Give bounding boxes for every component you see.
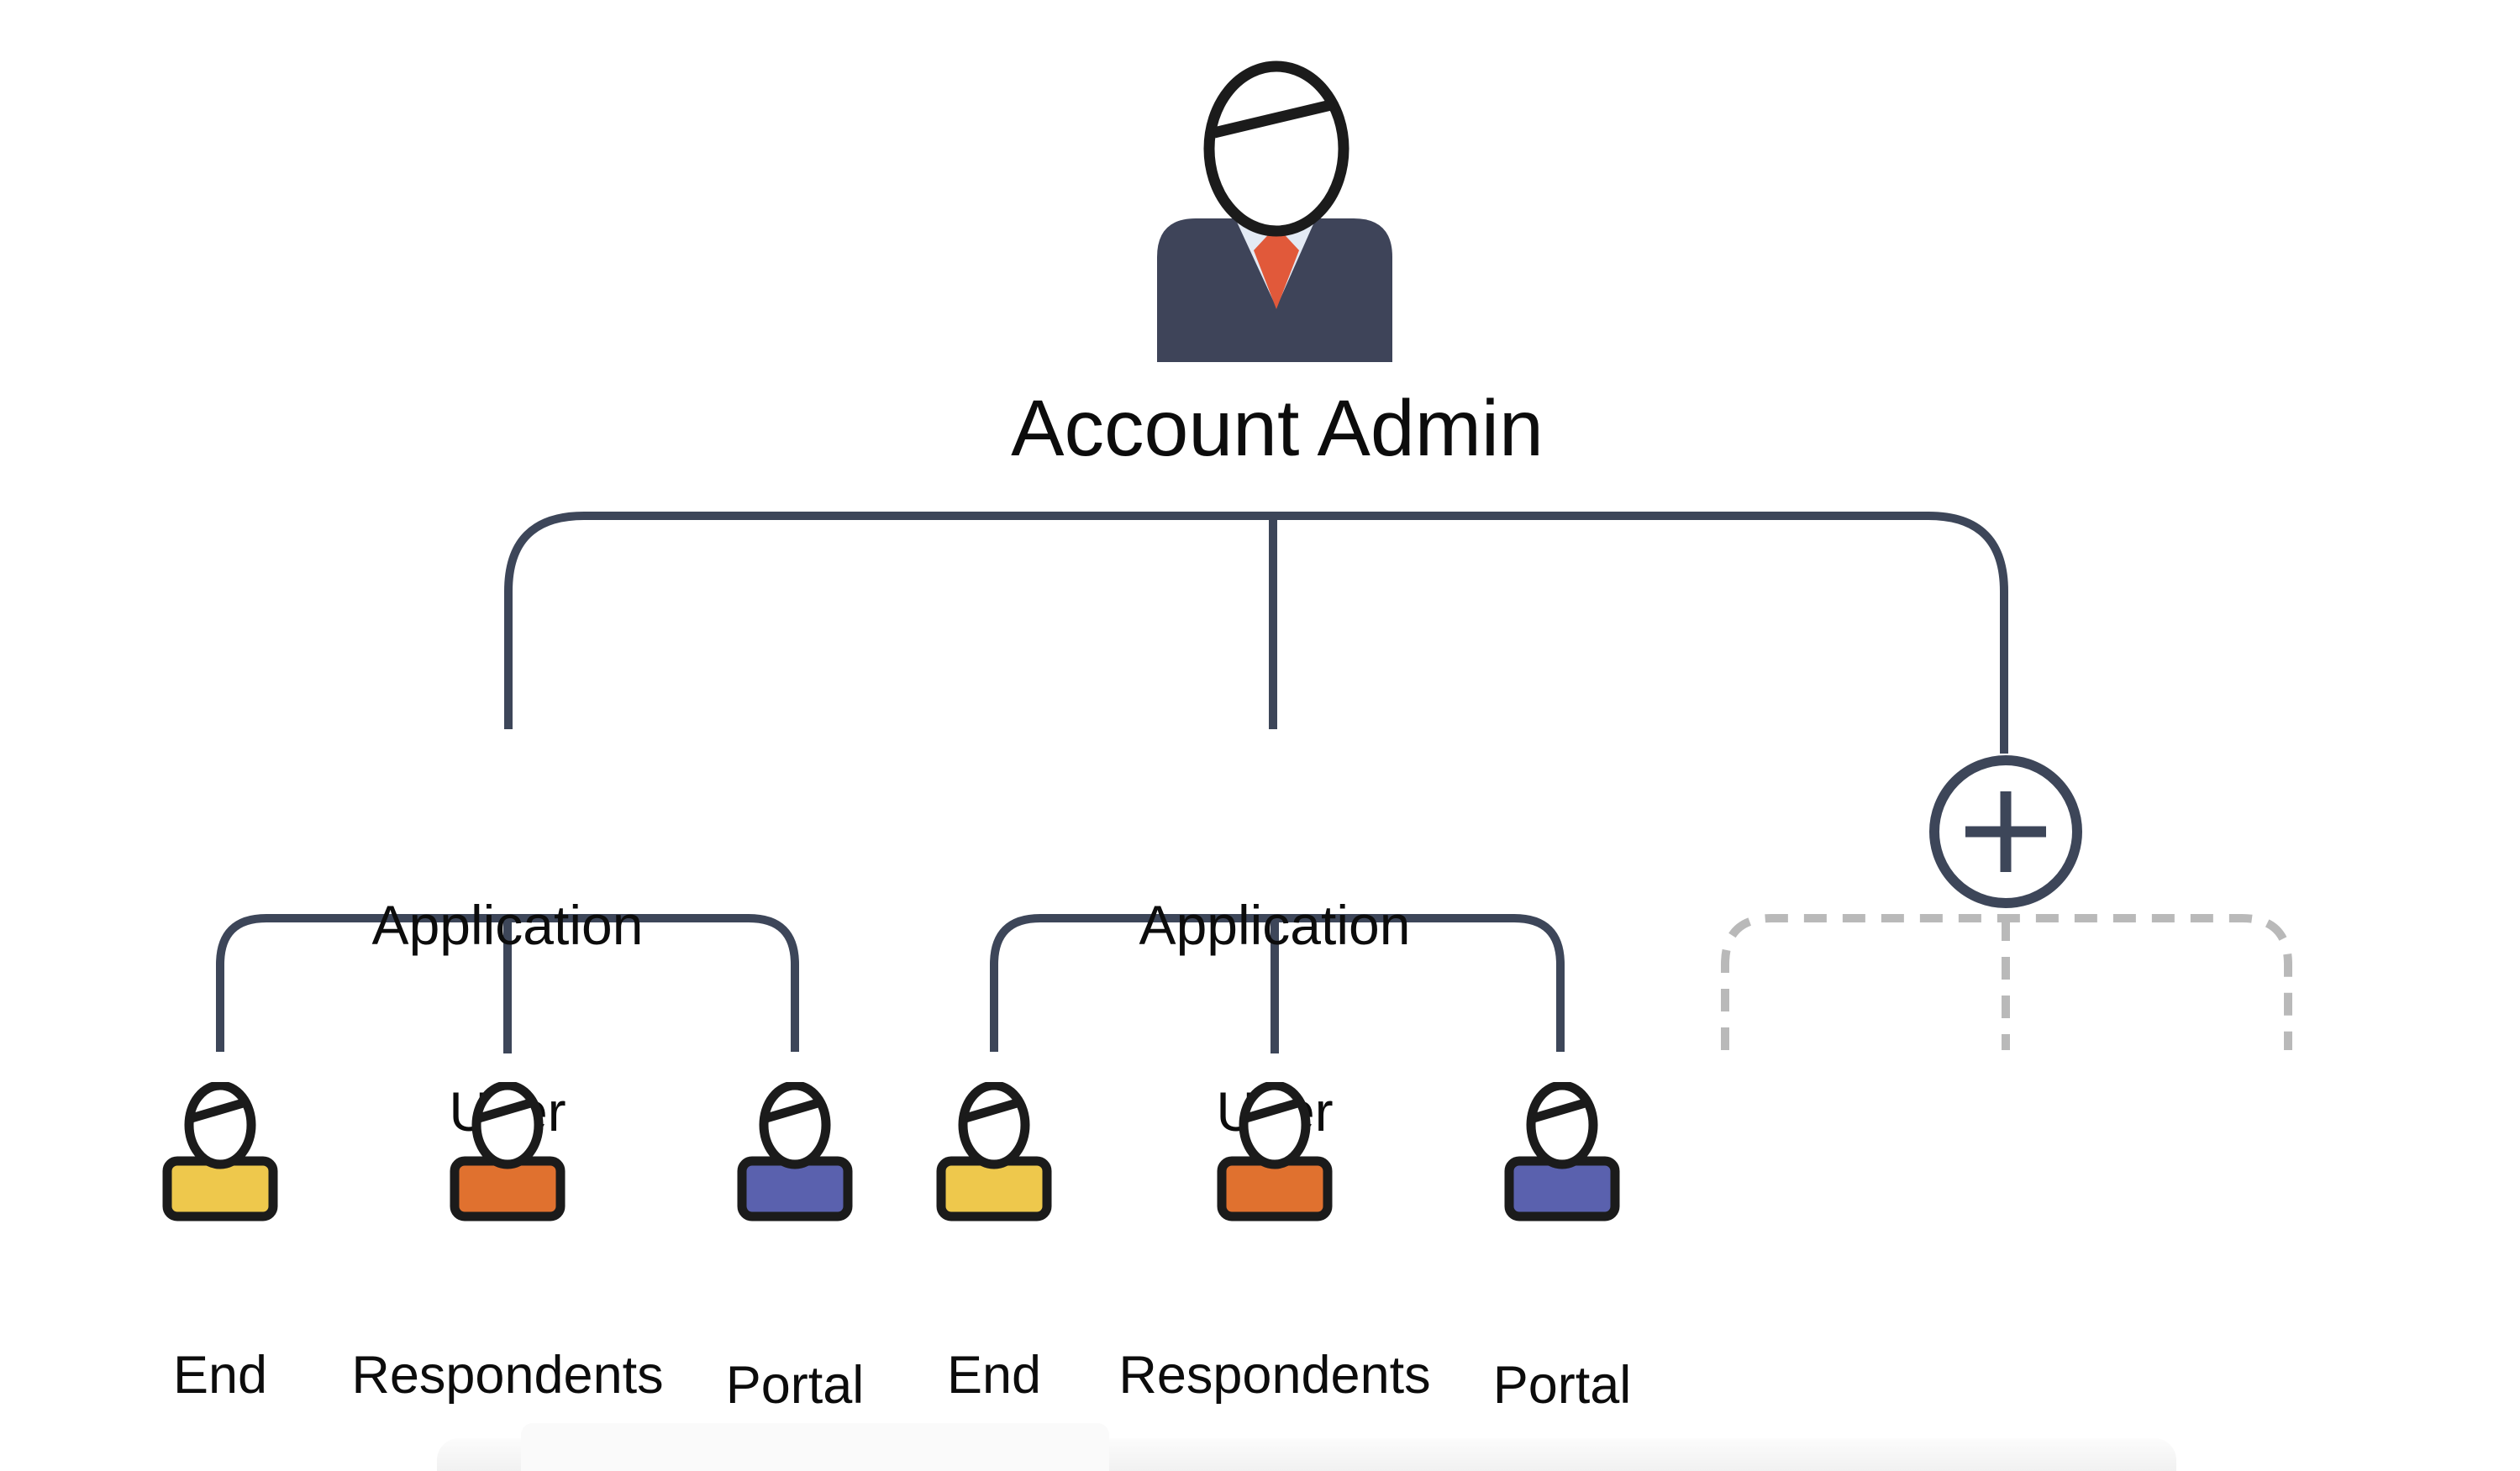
connector-level1 [504,512,2008,754]
tie-shape [1254,226,1299,309]
head-shape [471,1082,544,1169]
head-shape [1526,1082,1598,1169]
bottom-edge-band-inner [521,1423,1109,1471]
account-admin-label: Account Admin [1011,384,1544,473]
end-users-label-2: End Users [946,1346,1042,1405]
shirt-shape [450,1156,566,1221]
plus-icon [1965,791,2046,872]
application-user-label-1: Application User [239,770,776,1267]
respondents-icon [450,1082,566,1221]
respondents-label-1: Respondents [351,1346,664,1405]
account-admin-icon [1157,60,1392,362]
shirt-shape [162,1156,278,1221]
connector-group-1 [216,914,799,1053]
end-users-icon [936,1082,1052,1221]
shirt-shape [737,1156,853,1221]
head-shape [958,1082,1030,1169]
portal-users-label-2: Portal Users [1492,1356,1632,1415]
application-user-label-2-line1: Application [1139,894,1411,956]
head-shape [1239,1082,1311,1169]
end-users-icon [162,1082,278,1221]
respondents-label-2: Respondents [1118,1346,1431,1405]
hair-line [1532,1096,1592,1123]
head-shape [759,1082,831,1169]
end-users-label-1: End Users [172,1346,268,1405]
portal-users-label-1: Portal Users [725,1356,865,1415]
shirt-shape [1504,1156,1620,1221]
shirt-shape [936,1156,1052,1221]
shirt-shape [1217,1156,1333,1221]
connector-group-2 [990,914,1565,1053]
hair-line [1213,98,1336,139]
hair-line [964,1096,1024,1123]
hair-line [477,1096,538,1123]
head-shape [184,1082,256,1169]
respondents-icon [1217,1082,1333,1221]
add-application-user-button[interactable] [1926,752,2086,911]
portal-users-icon [1504,1082,1620,1221]
head-shape [1203,60,1349,237]
connector-placeholder-dashed [1721,914,2292,1050]
application-user-label-1-line1: Application [371,894,644,956]
hair-line [765,1096,825,1123]
hair-line [190,1096,250,1123]
portal-users-icon [737,1082,853,1221]
hair-line [1244,1096,1305,1123]
